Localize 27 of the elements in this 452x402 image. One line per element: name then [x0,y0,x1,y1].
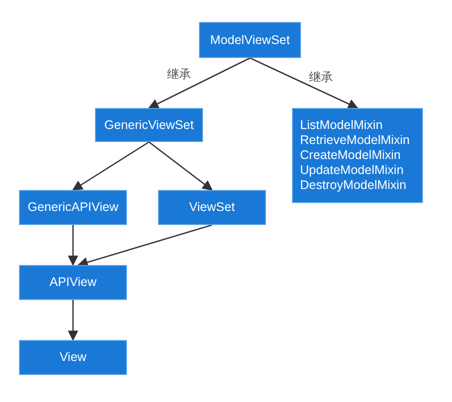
edge-label: 继承 [308,70,334,84]
class-name: View [60,350,86,365]
class-box [95,108,203,142]
class-name: CreateModelMixin [300,148,401,163]
arrow [72,141,150,191]
class-name: DestroyModelMixin [300,178,406,193]
class-box [158,190,266,225]
arrow [68,300,78,342]
class-name: UpdateModelMixin [300,163,404,178]
arrow [250,57,358,109]
class-box [19,340,127,375]
class-name: ModelViewSet [210,32,290,48]
arrow [68,225,78,266]
class-name: GenericAPIView [28,200,118,215]
class-box [292,108,423,203]
class-box [19,190,127,225]
class-name: RetrieveModelMixin [300,133,410,148]
class-name: APIView [49,275,96,290]
class-box [19,265,127,300]
arrow [148,141,213,191]
class-name: ListModelMixin [300,118,383,133]
class-box [199,22,301,58]
arrow [77,224,212,268]
class-name: GenericViewSet [104,118,194,132]
edge-label: 继承 [166,67,192,81]
class-name: ViewSet [189,200,235,215]
arrow [148,57,250,109]
